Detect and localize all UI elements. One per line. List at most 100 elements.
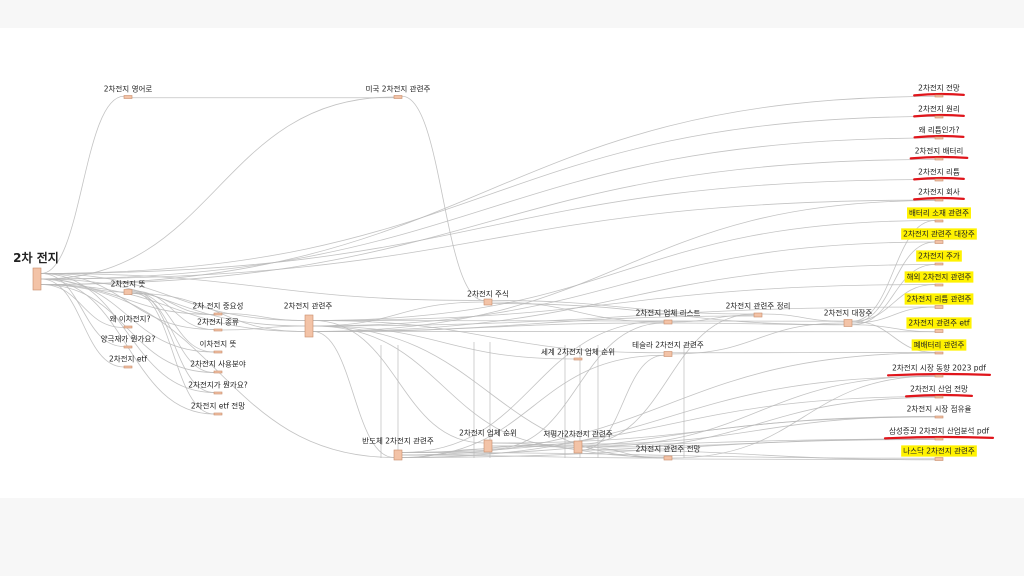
node-what [213, 391, 223, 395]
link-big-r12 [851, 324, 936, 333]
node-r5 [934, 178, 944, 182]
label-crank: 2차전지 업체 순위 [459, 428, 517, 438]
node-r4 [934, 157, 944, 161]
link-rel-big [312, 320, 845, 322]
link-cheap-tesla [581, 354, 665, 451]
label-tteut: 2차전지 뜻 [111, 279, 146, 289]
link-kind-rel [221, 325, 306, 331]
label-r1: 2차전지 전망 [918, 83, 960, 93]
node-itteut [213, 350, 223, 354]
underline-r2 [913, 113, 965, 118]
highlight-r11 [904, 293, 974, 305]
link-root-r6 [40, 199, 936, 280]
node-crank [483, 439, 493, 453]
highlight-r7 [907, 207, 971, 219]
link-rel-org [312, 315, 755, 332]
link-rel-stock [312, 301, 485, 327]
link-org-big [761, 313, 845, 322]
node-etf1 [123, 365, 133, 369]
link-root-en [40, 95, 125, 274]
node-r15 [934, 395, 944, 399]
node-biz [213, 370, 223, 374]
highlight-r9 [916, 250, 962, 262]
label-r17: 삼성증권 2차전지 산업분석 pdf [889, 426, 989, 436]
underline-r15 [904, 393, 974, 398]
node-wrank [573, 357, 583, 361]
node-r17 [934, 437, 944, 441]
node-r7 [934, 219, 944, 223]
label-stock: 2차전지 주식 [467, 289, 509, 299]
link-root-kind [40, 273, 215, 330]
label-r4: 2차전지 배터리 [915, 146, 964, 156]
node-r9 [934, 262, 944, 266]
node-cheap [573, 440, 583, 454]
label-etfo: 2차전지 etf 전망 [191, 401, 245, 411]
label-r18: 나스닥 2차전지 관련주 [903, 446, 975, 456]
label-r8: 2차전지 관련주 대장주 [903, 229, 975, 239]
label-us: 미국 2차전지 관련주 [366, 84, 431, 94]
node-yang [123, 345, 133, 349]
label-r15: 2차전지 산업 전망 [910, 384, 968, 394]
label-big: 2차전지 대장주 [824, 308, 873, 318]
link-us-stock [401, 95, 485, 301]
node-list [663, 319, 673, 325]
link-root-r5 [40, 179, 936, 274]
label-kind: 2차전지 종류 [197, 317, 239, 327]
link-rel-r7 [312, 220, 936, 321]
link-tteut-etfo [131, 291, 215, 415]
label-yang: 양극재가 뭔가요? [101, 335, 156, 344]
label-why: 왜 이차전지? [110, 314, 151, 324]
nodes-layer [32, 94, 944, 461]
label-en: 2차전지 영어로 [104, 84, 153, 94]
underline-r17 [883, 435, 995, 440]
link-root-imp [40, 284, 215, 315]
node-org [753, 312, 763, 318]
link-cheap-r15 [581, 397, 936, 451]
link-rel-r8 [312, 241, 936, 327]
node-rel [304, 314, 314, 338]
node-r10 [934, 283, 944, 287]
node-big [843, 319, 853, 327]
link-rel-wrank [312, 325, 575, 360]
link-root-rel [40, 284, 306, 332]
node-stock [483, 298, 493, 306]
link-root-etf1 [40, 278, 125, 368]
node-imp [213, 312, 223, 316]
label-r16: 2차전지 시장 점유율 [907, 404, 972, 414]
link-rel-r10 [312, 284, 936, 321]
underline-r14 [886, 372, 992, 377]
link-stock-list [491, 301, 665, 323]
highlight-r12 [906, 317, 972, 329]
label-r14: 2차전지 시장 동향 2023 pdf [892, 363, 986, 373]
underline-r4 [909, 155, 969, 160]
link-rel-r11 [312, 306, 936, 327]
link-relo-r18 [671, 458, 936, 461]
label-r7: 배터리 소재 관련주 [909, 208, 969, 218]
node-tteut [123, 289, 133, 295]
link-cheap-r14 [581, 375, 936, 448]
link-big-r10 [851, 284, 936, 322]
label-r12: 2차전지 관련주 etf [908, 318, 969, 328]
link-semi-relo [401, 454, 665, 459]
node-en [123, 95, 133, 99]
node-r1 [934, 94, 944, 98]
link-crank-r17 [491, 438, 936, 447]
link-semi-r15 [401, 396, 936, 453]
label-r9: 2차전지 주가 [918, 251, 960, 261]
node-r11 [934, 305, 944, 309]
underline-r6 [913, 196, 965, 201]
highlight-r10 [904, 271, 974, 283]
label-rel: 2차전지 관련주 [284, 301, 333, 311]
label-r6: 2차전지 회사 [918, 187, 960, 197]
label-tesla: 테슬라 2차전지 관련주 [632, 340, 704, 350]
node-r2 [934, 115, 944, 119]
link-cheap-r16 [581, 416, 936, 445]
node-r6 [934, 198, 944, 202]
label-biz: 2차전지 사용분야 [190, 359, 246, 369]
link-rel-r6 [312, 200, 936, 332]
label-r11: 2차전지 리튬 관련주 [907, 294, 972, 304]
label-r13: 폐배터리 관련주 [914, 340, 965, 350]
marks-layer [883, 92, 995, 457]
link-imp-rel [221, 313, 306, 321]
